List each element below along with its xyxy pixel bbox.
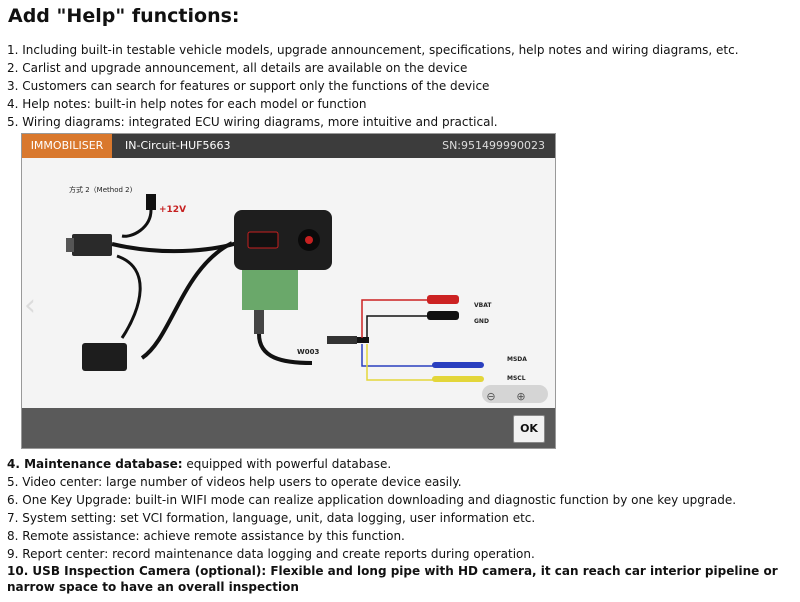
page-title: Add "Help" functions:	[8, 5, 240, 27]
wire-label-vbat: VBAT	[474, 302, 492, 309]
adapter-box	[234, 210, 332, 270]
list-item: 6. One Key Upgrade: built-in WIFI mode c…	[7, 493, 737, 507]
device-screenshot: IMMOBILISER IN-Circuit-HUF5663 SN:951499…	[21, 133, 556, 449]
cable-label: W003	[297, 348, 319, 356]
feature-list: 4. Maintenance database: equipped with p…	[7, 455, 797, 595]
device-top-bar: IMMOBILISER IN-Circuit-HUF5663 SN:951499…	[22, 134, 555, 158]
list-item: 1. Including built-in testable vehicle m…	[7, 43, 739, 57]
wire-label-mscl: MSCL	[507, 375, 526, 382]
list-item: 4. Maintenance database: equipped with p…	[7, 455, 797, 473]
method-label: 方式 2（Method 2)	[69, 185, 133, 194]
terminal-block	[242, 270, 298, 310]
zoom-controls: ⊖⊕	[482, 385, 548, 403]
wiring-diagram-svg: 方式 2（Method 2) +12V W003	[66, 185, 527, 382]
list-item: 9. Report center: record maintenance dat…	[7, 547, 535, 561]
gnd-clip	[427, 311, 459, 320]
list-item: 8. Remote assistance: achieve remote ass…	[7, 529, 405, 543]
list-item-bold: 4. Maintenance database:	[7, 457, 183, 471]
list-item: 3. Customers can search for features or …	[7, 79, 490, 93]
power-plug	[146, 194, 156, 210]
list-item: 10. USB Inspection Camera (optional): Fl…	[7, 564, 778, 594]
obd-connector	[72, 234, 112, 256]
screen-title: IN-Circuit-HUF5663	[125, 139, 231, 152]
ok-button[interactable]: OK	[513, 415, 545, 443]
list-item: 5. Video center: large number of videos …	[7, 475, 462, 489]
zoom-out-icon[interactable]: ⊖	[486, 390, 496, 403]
zoom-in-icon[interactable]: ⊕	[516, 390, 526, 403]
diagnostic-plug	[82, 343, 127, 371]
immobiliser-tab[interactable]: IMMOBILISER	[22, 134, 112, 158]
wire-label-msda: MSDA	[507, 356, 527, 363]
msda-probe	[432, 362, 484, 368]
mscl-probe	[432, 376, 484, 382]
wiring-diagram: 方式 2（Method 2) +12V W003	[22, 158, 555, 408]
vbat-clip	[427, 295, 459, 304]
list-item: 4. Help notes: built-in help notes for e…	[7, 97, 367, 111]
intro-list: 1. Including built-in testable vehicle m…	[7, 41, 739, 131]
list-item: 5. Wiring diagrams: integrated ECU wirin…	[7, 115, 498, 129]
list-item-text: equipped with powerful database.	[182, 457, 392, 471]
list-item: 2. Carlist and upgrade announcement, all…	[7, 61, 468, 75]
power-label: +12V	[159, 205, 186, 215]
serial-number: SN:951499990023	[442, 139, 545, 152]
wire-label-gnd: GND	[474, 318, 489, 325]
chevron-left-icon[interactable]: ‹	[24, 288, 36, 323]
device-bottom-bar: OK	[22, 408, 555, 448]
list-item: 7. System setting: set VCI formation, la…	[7, 511, 536, 525]
